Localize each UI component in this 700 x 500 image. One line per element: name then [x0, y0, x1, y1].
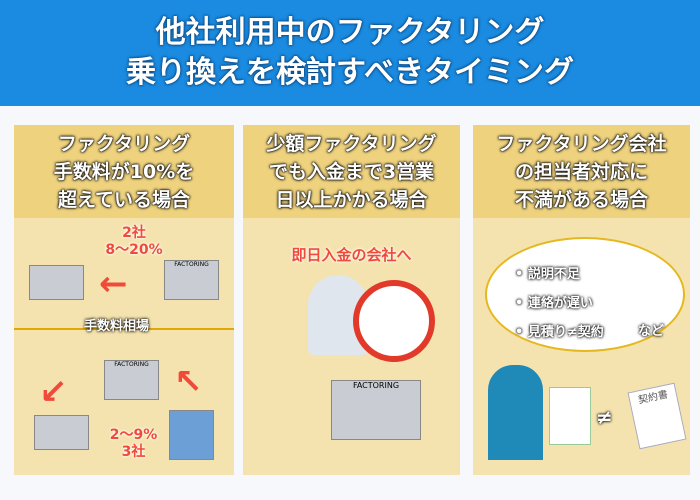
- panel-slow-payment: 少額ファクタリング でも入金まで3営業 日以上かかる場合 即日入金の会社へ FA…: [243, 125, 460, 475]
- factoring-bank-icon: FACTORING: [104, 360, 159, 400]
- panel-title: 少額ファクタリング でも入金まで3営業 日以上かかる場合: [243, 125, 460, 218]
- list-item: • 見積り≠契約: [515, 325, 604, 340]
- bottom-fee-label: 2〜9%3社: [109, 427, 158, 460]
- thinking-person-icon: [488, 365, 543, 460]
- office-building-icon: [169, 410, 214, 460]
- arrow-icon: ↙: [39, 372, 68, 412]
- divider-line: [14, 328, 234, 330]
- clock-icon: [353, 280, 435, 362]
- header-banner: 他社利用中のファクタリング 乗り換えを検討すべきタイミング: [0, 0, 700, 106]
- fee-market-label: 手数料相場: [84, 319, 150, 334]
- title-line: 手数料が10%を: [53, 160, 195, 183]
- panel-title: ファクタリング会社 の担当者対応に 不満がある場合: [473, 125, 690, 218]
- list-item: • 連絡が遅い: [515, 296, 593, 311]
- title-line: 不満がある場合: [514, 188, 648, 211]
- etc-label: など: [638, 324, 665, 339]
- factoring-bank-icon: FACTORING: [331, 380, 421, 440]
- title-line: 超えている場合: [57, 188, 191, 211]
- company-building-icon: [34, 415, 89, 450]
- complaint-list: • 説明不足 • 連絡が遅い • 見積り≠契約: [515, 260, 604, 347]
- header-title-line1: 他社利用中のファクタリング: [155, 15, 545, 50]
- title-line: 日以上かかる場合: [275, 188, 428, 211]
- arrow-icon: ←: [99, 264, 128, 304]
- title-line: ファクタリング会社: [496, 132, 667, 155]
- not-equal-sign: ≠: [596, 405, 613, 429]
- arrow-icon: ↖: [174, 362, 203, 402]
- title-line: の担当者対応に: [514, 160, 648, 183]
- estimate-document-icon: [549, 387, 591, 445]
- thought-bubble: [485, 237, 685, 352]
- factoring-bank-icon: FACTORING: [164, 260, 219, 300]
- contract-document-icon: 契約書: [627, 382, 687, 450]
- same-day-caption: 即日入金の会社へ: [291, 246, 412, 264]
- header-title-line2: 乗り換えを検討すべきタイミング: [126, 55, 574, 90]
- panel-title: ファクタリング 手数料が10%を 超えている場合: [14, 125, 234, 218]
- title-line: でも入金まで3営業: [268, 160, 435, 183]
- list-item: • 説明不足: [515, 267, 580, 282]
- panel-staff-dissatisfaction: ファクタリング会社 の担当者対応に 不満がある場合 • 説明不足 • 連絡が遅い…: [473, 125, 690, 475]
- title-line: 少額ファクタリング: [266, 132, 437, 155]
- title-line: ファクタリング: [57, 132, 191, 155]
- company-building-icon: [29, 265, 84, 300]
